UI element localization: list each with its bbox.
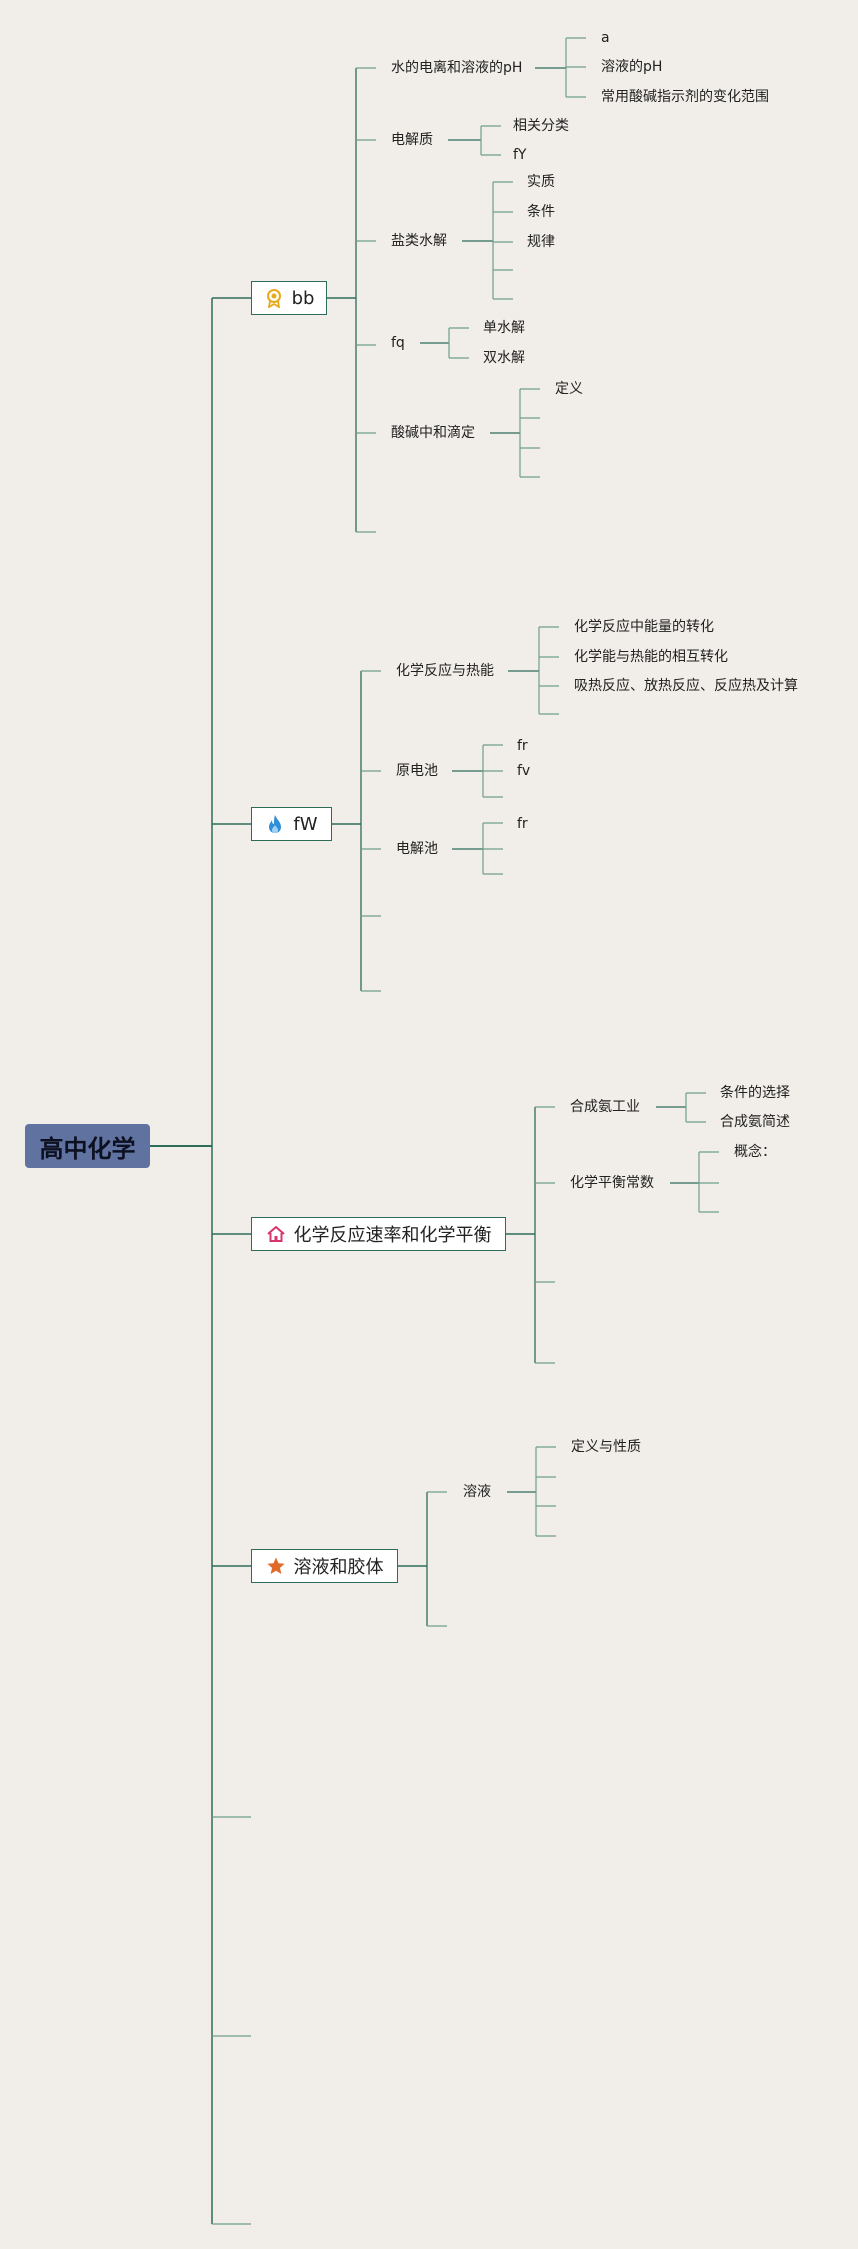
star-icon [266,1556,286,1576]
topic-leaf[interactable]: 溶液的pH [601,59,663,75]
topic-leaf[interactable]: 化学能与热能的相互转化 [574,649,728,665]
topic-acid-base-titration[interactable]: 酸碱中和滴定 [391,425,475,441]
topic-leaf[interactable]: a [601,30,610,46]
topic-reaction-heat[interactable]: 化学反应与热能 [396,663,494,679]
topic-ammonia-synthesis[interactable]: 合成氨工业 [570,1099,640,1115]
topic-leaf[interactable]: 相关分类 [513,118,569,134]
house-icon [266,1224,286,1244]
branch-node-solutions-colloids[interactable]: 溶液和胶体 [251,1549,398,1583]
topic-leaf[interactable]: 实质 [527,174,555,190]
branch-node-bb[interactable]: bb [251,281,327,315]
topic-water-ionization-ph[interactable]: 水的电离和溶液的pH [391,60,523,76]
topic-electrolyte[interactable]: 电解质 [391,132,433,148]
topic-galvanic-cell[interactable]: 原电池 [396,763,438,779]
topic-leaf[interactable]: fY [513,147,527,163]
topic-leaf[interactable]: 吸热反应、放热反应、反应热及计算 [574,678,798,694]
topic-salt-hydrolysis[interactable]: 盐类水解 [391,233,447,249]
topic-leaf[interactable]: fr [517,816,528,832]
flame-icon [265,814,285,834]
branch-label: bb [291,287,315,309]
topic-leaf[interactable]: 定义 [555,381,583,397]
topic-fq[interactable]: fq [391,335,405,351]
topic-solution[interactable]: 溶液 [463,1484,491,1500]
topic-leaf[interactable]: 双水解 [483,350,525,366]
branch-node-fw[interactable]: fW [251,807,332,841]
topic-leaf[interactable]: 常用酸碱指示剂的变化范围 [601,89,769,105]
branch-node-reaction-rate-equilibrium[interactable]: 化学反应速率和化学平衡 [251,1217,506,1251]
branch-label: 溶液和胶体 [293,1557,384,1578]
topic-leaf[interactable]: fv [517,763,531,779]
topic-leaf[interactable]: fr [517,738,528,754]
award-medal-icon [264,288,284,308]
root-node[interactable]: 高中化学 [25,1124,150,1168]
topic-leaf[interactable]: 化学反应中能量的转化 [574,619,714,635]
topic-electrolytic-cell[interactable]: 电解池 [396,841,438,857]
topic-leaf[interactable]: 条件 [527,204,555,220]
topic-leaf[interactable]: 规律 [527,234,555,250]
topic-equilibrium-constant[interactable]: 化学平衡常数 [570,1175,654,1191]
branch-label: 化学反应速率和化学平衡 [293,1225,492,1246]
topic-leaf[interactable]: 单水解 [483,320,525,336]
topic-leaf[interactable]: 合成氨简述 [720,1114,790,1130]
topic-leaf[interactable]: 概念： [734,1144,776,1160]
branch-label: fW [293,813,318,835]
topic-leaf[interactable]: 条件的选择 [720,1085,790,1101]
topic-leaf[interactable]: 定义与性质 [571,1439,641,1455]
